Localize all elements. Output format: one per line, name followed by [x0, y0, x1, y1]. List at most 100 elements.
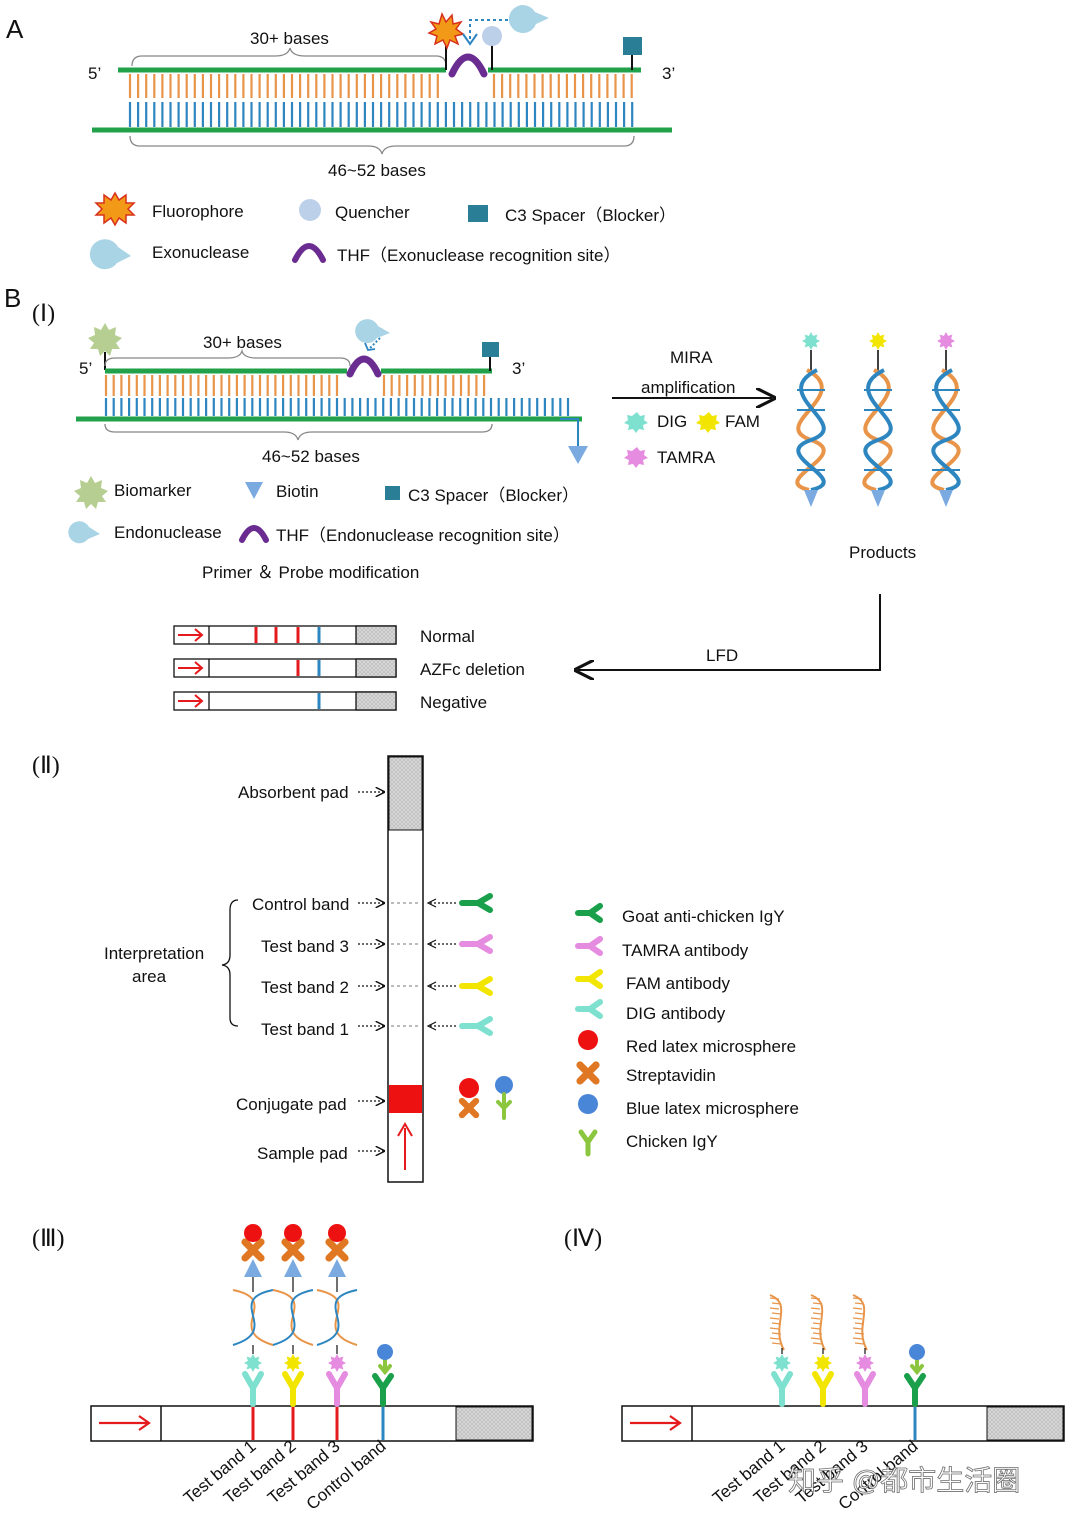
control-blue-latex-icon — [377, 1344, 393, 1360]
absorbent-pad — [388, 756, 423, 831]
fam-antibody — [459, 976, 493, 996]
lfd-label: LFD — [706, 646, 738, 665]
legend-endonuclease-label: Endonuclease — [114, 523, 222, 542]
legend-thf-label: THF（Exonuclease recognition site） — [337, 246, 620, 265]
legend-ii-label: Red latex microsphere — [626, 1037, 796, 1056]
panel-a-top-brace-label: 30+ bases — [250, 29, 329, 48]
legend-ii-label: TAMRA antibody — [622, 941, 749, 960]
free-strand-base — [852, 1297, 863, 1300]
cleavage-arrowhead — [462, 33, 478, 46]
captured-red-latex-icon — [244, 1224, 262, 1242]
free-strand-base — [771, 1332, 782, 1335]
strip-flow-arrow — [630, 1415, 682, 1431]
b-target-tail — [560, 418, 579, 446]
strip-antibodies — [426, 893, 513, 1120]
captured-red-latex-icon — [328, 1224, 346, 1242]
thf-icon — [448, 53, 488, 78]
strip-result-label: Negative — [420, 693, 487, 712]
captured-streptavidin-icon — [281, 1238, 305, 1262]
panel-b-3prime: 3’ — [512, 359, 525, 378]
free-strand-base — [854, 1332, 865, 1335]
captured-streptavidin-icon — [325, 1238, 349, 1262]
dye-dig-label: DIG — [657, 412, 687, 431]
interpretation-brace — [221, 899, 239, 1027]
helix-strand-blue — [863, 368, 893, 492]
strip-flow-arrow — [178, 628, 204, 642]
b-probe-bases-right — [382, 375, 486, 396]
panel-a-bottom-brace-label: 46~52 bases — [328, 161, 426, 180]
panel-b-bottom-brace — [104, 423, 493, 441]
control-goat-antibody — [904, 1373, 926, 1407]
b-endonuclease-icon — [355, 319, 390, 344]
product-helices — [795, 332, 961, 507]
conjugate-pad — [389, 1085, 422, 1113]
captured-biotin-icon — [328, 1259, 346, 1277]
free-strand-base — [812, 1342, 823, 1345]
captured-biotin-icon — [244, 1259, 262, 1277]
panel-b-top-brace-label: 30+ bases — [203, 333, 282, 352]
legend-quencher-icon — [299, 199, 321, 221]
antibody-pointer-head — [426, 898, 437, 908]
free-strand-base — [810, 1317, 821, 1320]
dig-antibody — [459, 1016, 493, 1036]
control-blue-latex-icon — [909, 1344, 925, 1360]
legend-ii-label: Blue latex microsphere — [626, 1099, 799, 1118]
product-dye-icon — [869, 332, 887, 350]
panel-a-top-brace — [131, 47, 447, 67]
interpretation-label-1: Interpretation — [104, 944, 204, 963]
captured-dye-icon — [773, 1354, 791, 1372]
dye-tamra-label: TAMRA — [657, 448, 716, 467]
captured-dye-icon — [856, 1354, 874, 1372]
strip-result-label: Normal — [420, 627, 475, 646]
panel-b-top-brace — [104, 348, 351, 367]
strip-flow-arrow — [178, 694, 204, 708]
free-strand-base — [769, 1307, 780, 1310]
legend-biotin-label: Biotin — [276, 482, 319, 501]
free-strand-base — [769, 1297, 780, 1300]
blue-latex-icon — [495, 1076, 513, 1094]
captured-helix-blue — [232, 1289, 274, 1346]
probe-bases-left — [128, 74, 439, 98]
biotin-icon — [568, 446, 588, 464]
captured-red-latex-icon — [284, 1224, 302, 1242]
free-strand-base — [852, 1327, 863, 1330]
free-strand-base — [852, 1337, 863, 1340]
legend-endonuclease-icon — [68, 521, 100, 544]
free-strand-base — [852, 1317, 863, 1320]
free-strand-base — [769, 1317, 780, 1320]
free-strand-base — [810, 1327, 821, 1330]
free-strand-base — [810, 1307, 821, 1310]
test-band-1-label: Test band 1 — [261, 1020, 349, 1039]
legend-chicken-igy-icon — [578, 1129, 598, 1157]
captured-antibody — [282, 1371, 304, 1407]
product-helix — [930, 332, 961, 507]
helix-strand-blue — [796, 368, 826, 492]
exonuclease-icon — [508, 5, 549, 34]
interpretation-label-2: area — [132, 967, 167, 986]
strip-absorbent — [455, 1406, 533, 1441]
antibody-pointer-head — [426, 981, 437, 991]
band-lines — [391, 902, 420, 1027]
legend-goat-igy-icon — [575, 903, 603, 923]
dye-fam-icon — [696, 412, 720, 433]
legend-dig-antibody-icon — [575, 999, 603, 1019]
legend-c3-icon — [468, 205, 488, 222]
streptavidin-icon — [458, 1097, 480, 1119]
test-band-2-label: Test band 2 — [261, 978, 349, 997]
legend-fluorophore-label: Fluorophore — [152, 202, 244, 221]
legend-biomarker-icon — [74, 476, 108, 509]
control-chicken-igy — [378, 1358, 392, 1376]
antibody-pointer-head — [426, 1021, 437, 1031]
legend-b-thf-label: THF（Endonuclease recognition site） — [276, 526, 570, 545]
panel-iv-label: (Ⅳ) — [564, 1226, 602, 1252]
product-helix — [795, 332, 826, 507]
strip-flow-arrow — [99, 1415, 151, 1431]
panel-b-i: B (Ⅰ) 30+ bases 5’ 3’ 46~52 bases Biomar… — [4, 283, 961, 712]
captured-antibody — [771, 1371, 793, 1407]
b-thf-icon — [346, 355, 382, 378]
free-strand-base — [810, 1337, 821, 1340]
b-probe-bases-left — [104, 375, 339, 396]
